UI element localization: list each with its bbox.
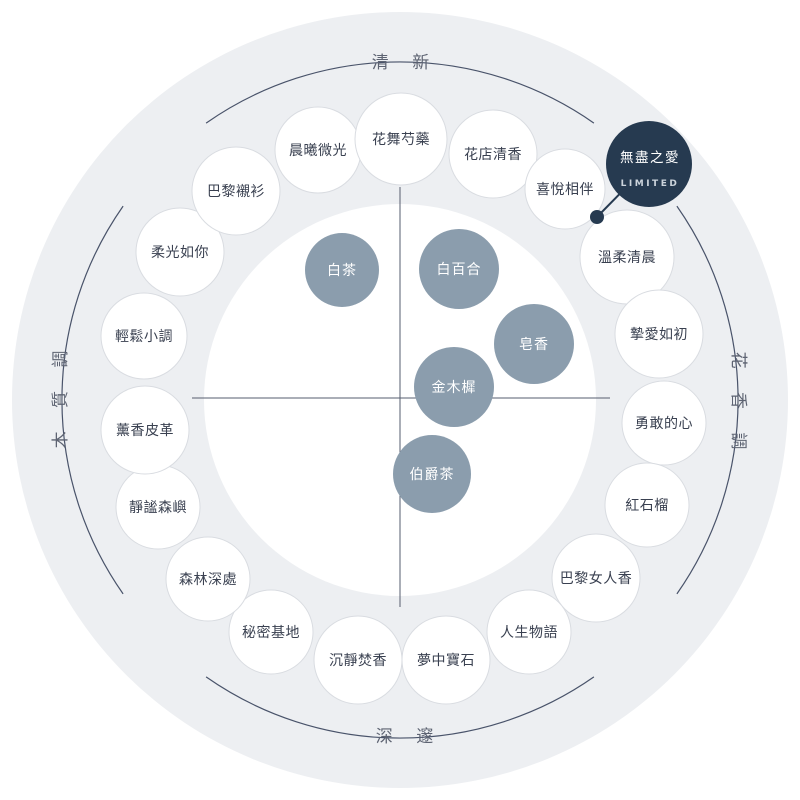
ring-item[interactable]: 靜謐森嶼: [115, 464, 201, 550]
fragrance-node-label: 花店清香: [464, 147, 522, 163]
ring-item[interactable]: 紅石榴: [604, 462, 690, 548]
fragrance-node-label: 勇敢的心: [635, 416, 693, 432]
axis-label-right-group: 花 香 調: [728, 352, 748, 459]
featured-node-label: 無盡之愛: [620, 150, 680, 166]
callout-anchor-dot: [590, 210, 604, 224]
axis-label-top: 清 新: [372, 53, 438, 73]
fragrance-node-circle[interactable]: [448, 109, 538, 199]
fragrance-node-label: 花舞芍藥: [372, 132, 430, 148]
fragrance-node-label: 夢中寶石: [417, 653, 475, 669]
axis-label-right: 花 香 調: [728, 352, 748, 459]
center-node-circle[interactable]: [494, 304, 574, 384]
featured-item[interactable]: 無盡之愛 LIMITED: [590, 121, 692, 224]
ring-item[interactable]: 勇敢的心: [621, 380, 707, 466]
fragrance-node-circle[interactable]: [614, 289, 704, 379]
perimeter-arc-segment: [676, 205, 739, 595]
ring-item[interactable]: 巴黎女人香: [551, 533, 641, 623]
fragrance-node-circle[interactable]: [100, 292, 188, 380]
ring-item[interactable]: 夢中寶石: [401, 615, 491, 705]
fragrance-node-circle[interactable]: [551, 533, 641, 623]
ring-item[interactable]: 秘密基地: [228, 589, 314, 675]
fragrance-node-circle[interactable]: [135, 207, 225, 297]
ring-item[interactable]: 輕鬆小調: [100, 292, 188, 380]
fragrance-node-label: 巴黎女人香: [560, 570, 633, 587]
axis-label-bottom: 深 邃: [376, 726, 442, 747]
fragrance-node-label: 輕鬆小調: [115, 329, 173, 345]
fragrance-node-label: 秘密基地: [242, 624, 300, 641]
ring-item[interactable]: 柔光如你: [135, 207, 225, 297]
ring-item[interactable]: 薰香皮革: [100, 385, 190, 475]
fragrance-node-circle[interactable]: [100, 385, 190, 475]
center-item[interactable]: 皂香: [494, 304, 574, 384]
center-item[interactable]: 白茶: [305, 233, 379, 307]
ring-item[interactable]: 花店清香: [448, 109, 538, 199]
center-item[interactable]: 金木樨: [414, 347, 494, 427]
ring-item[interactable]: 人生物語: [486, 589, 572, 675]
fragrance-node-circle[interactable]: [524, 148, 606, 230]
fragrance-node-circle[interactable]: [604, 462, 690, 548]
fragrance-node-circle[interactable]: [621, 380, 707, 466]
fragrance-node-label: 柔光如你: [151, 245, 209, 261]
fragrance-node-label: 紅石榴: [625, 498, 669, 514]
ring-item[interactable]: 摯愛如初: [614, 289, 704, 379]
fragrance-node-label: 摯愛如初: [630, 326, 688, 343]
perimeter-arc-segment: [61, 205, 124, 595]
center-item[interactable]: 白百合: [419, 229, 499, 309]
ring-item[interactable]: 花舞芍藥: [354, 92, 448, 186]
fragrance-node-circle[interactable]: [354, 92, 448, 186]
center-item[interactable]: 伯爵茶: [393, 435, 471, 513]
fragrance-node-label: 人生物語: [500, 625, 558, 641]
fragrance-node-label: 靜謐森嶼: [129, 500, 187, 516]
fragrance-node-label: 森林深處: [179, 572, 237, 588]
center-node-label: 金木樨: [432, 380, 477, 396]
ring-item[interactable]: 沉靜焚香: [313, 615, 403, 705]
axis-label-left-group: 木 質 調: [51, 342, 71, 449]
fragrance-node-circle[interactable]: [191, 146, 281, 236]
center-node-label: 白茶: [327, 263, 357, 279]
fragrance-node-label: 沉靜焚香: [329, 653, 387, 669]
fragrance-node-label: 薰香皮革: [116, 423, 174, 439]
fragrance-node-label: 巴黎襯衫: [207, 183, 265, 200]
ring-item[interactable]: 溫柔清晨: [579, 209, 675, 305]
ring-item[interactable]: 巴黎襯衫: [191, 146, 281, 236]
fragrance-node-label: 溫柔清晨: [598, 250, 656, 266]
center-node-label: 伯爵茶: [410, 467, 455, 483]
ring-item[interactable]: 森林深處: [165, 536, 251, 622]
perimeter-arc-segment: [205, 676, 595, 739]
center-node-label: 白百合: [437, 262, 482, 278]
center-node-circle[interactable]: [305, 233, 379, 307]
featured-node-circle[interactable]: [606, 121, 692, 207]
limited-badge-label: LIMITED: [621, 179, 680, 189]
ring-item[interactable]: 喜悅相伴: [524, 148, 606, 230]
perimeter-arc-segment: [205, 61, 595, 124]
ring-item[interactable]: 晨曦微光: [274, 106, 362, 194]
fragrance-node-label: 晨曦微光: [289, 143, 347, 159]
axis-label-left: 木 質 調: [51, 342, 71, 449]
fragrance-node-circle[interactable]: [313, 615, 403, 705]
center-node-circle[interactable]: [393, 435, 471, 513]
fragrance-node-circle[interactable]: [228, 589, 314, 675]
fragrance-node-circle[interactable]: [486, 589, 572, 675]
fragrance-node-label: 喜悅相伴: [536, 182, 594, 198]
center-node-circle[interactable]: [419, 229, 499, 309]
fragrance-node-circle[interactable]: [165, 536, 251, 622]
center-node-circle[interactable]: [414, 347, 494, 427]
center-node-label: 皂香: [519, 337, 549, 353]
